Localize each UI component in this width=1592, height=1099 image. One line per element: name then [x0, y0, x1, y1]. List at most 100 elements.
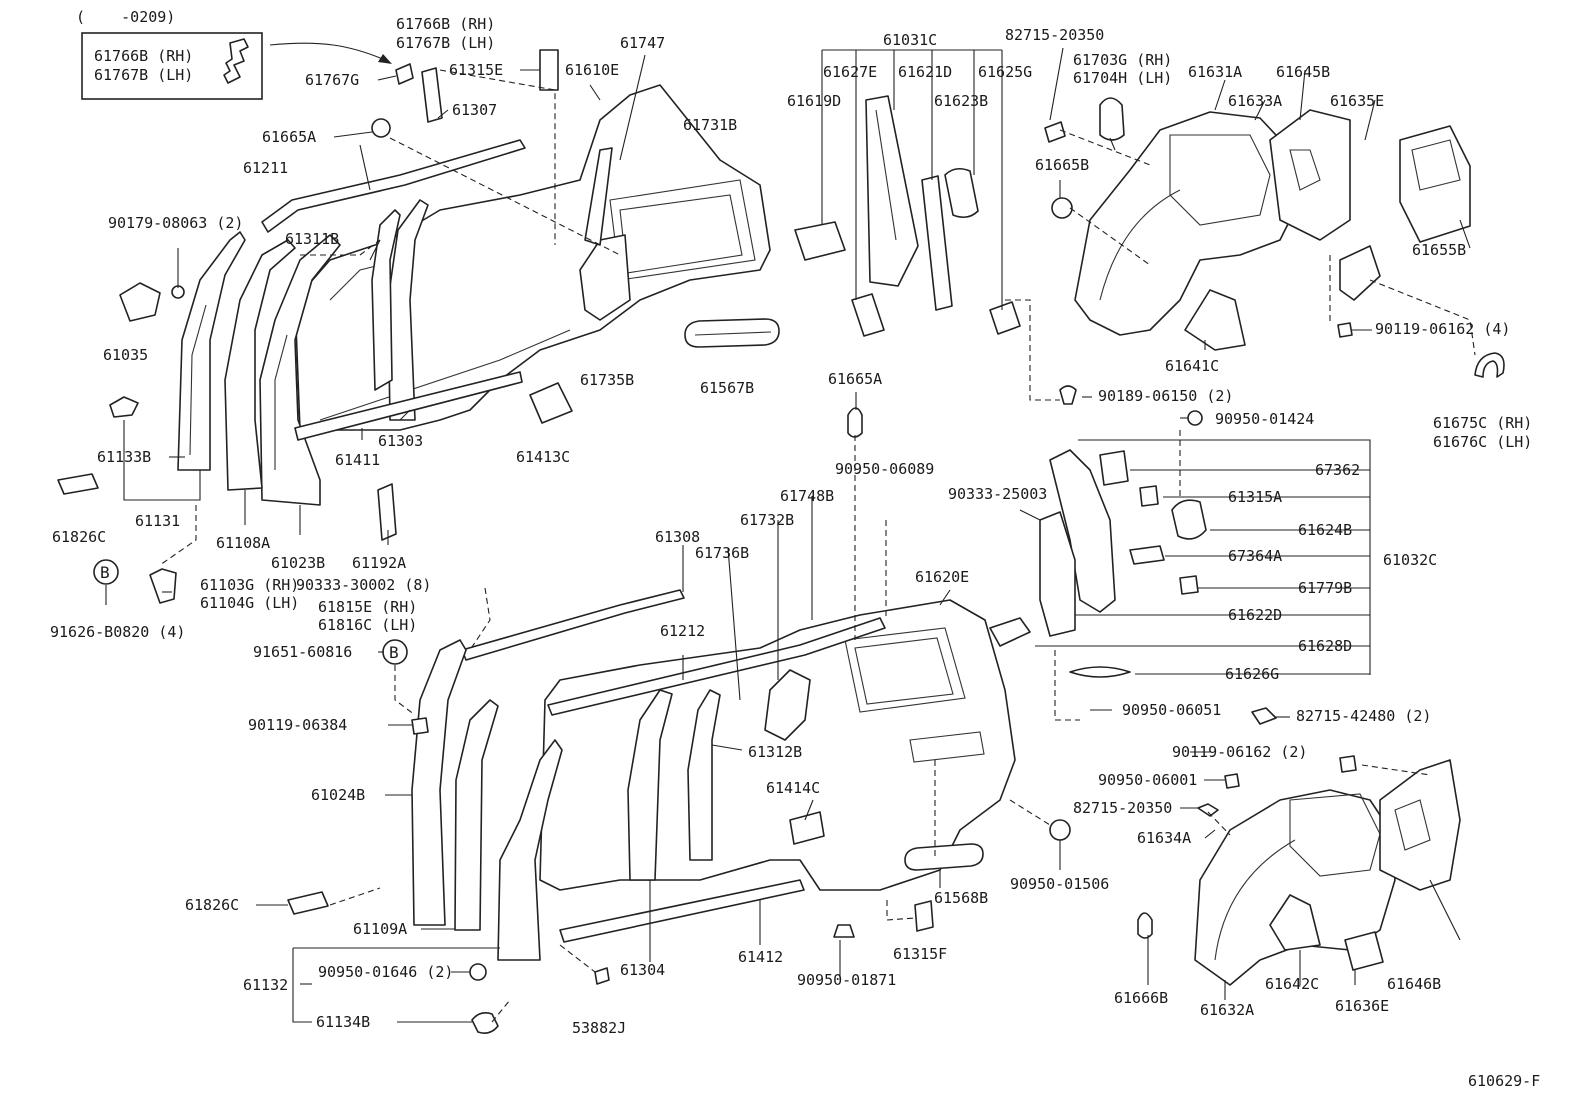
label-61826C-bottom: 61826C [185, 896, 239, 914]
part-90119-06162-4 [1337, 322, 1353, 338]
label-90119-06162-2: 90119-06162 (2) [1172, 743, 1307, 761]
part-61413C [529, 382, 573, 424]
ref-marker-b-mid: B [389, 643, 399, 662]
label-61676C: 61676C (LH) [1433, 433, 1532, 451]
part-61626G [1069, 666, 1131, 678]
label-61568B: 61568B [934, 889, 988, 907]
label-61675C: 61675C (RH) [1433, 414, 1532, 432]
part-61645B [1269, 109, 1351, 241]
part-61134B [471, 1012, 499, 1034]
label-61103G: 61103G (RH) [200, 576, 299, 594]
part-91626-marker-b [93, 559, 119, 585]
part-82715-top [1044, 121, 1066, 143]
label-61304: 61304 [620, 961, 665, 979]
part-90950-01424 [1187, 410, 1203, 426]
label-61635E: 61635E [1330, 92, 1384, 110]
label-53882J: 53882J [572, 1019, 626, 1037]
leader-lines [105, 47, 1476, 1023]
inset-header: ( -0209) [76, 8, 175, 26]
part-90950-06001 [1224, 773, 1240, 789]
right-middle-assembly [989, 385, 1207, 678]
rocker-61412 [559, 879, 805, 943]
pillar-61109A [454, 699, 499, 931]
label-61655B: 61655B [1412, 241, 1466, 259]
label-61703G: 61703G (RH) [1073, 51, 1172, 69]
label-61104G: 61104G (LH) [200, 594, 299, 612]
part-67364A [1129, 545, 1165, 565]
part-61628D [989, 617, 1031, 647]
wheelhouse-61631A [1074, 111, 1301, 336]
label-61411: 61411 [335, 451, 380, 469]
part-61636E [1344, 931, 1384, 971]
pillar-61304 [627, 689, 673, 881]
part-61621D [921, 175, 953, 311]
label-61732B: 61732B [740, 511, 794, 529]
label-61627E: 61627E [823, 63, 877, 81]
rail-61308 [461, 589, 685, 661]
part-90950-01871 [833, 924, 855, 938]
part-61826C-bottom [287, 891, 329, 915]
inset-line-1: 61766B (RH) [94, 47, 193, 65]
roof-rail-61211 [261, 139, 526, 233]
pillar-61736B [764, 669, 811, 741]
inset-box: ( -0209) 61766B (RH) 61767B (LH) [76, 8, 392, 100]
label-61315A: 61315A [1228, 488, 1282, 506]
label-61704H: 61704H (LH) [1073, 69, 1172, 87]
label-61626G: 61626G [1225, 665, 1279, 683]
label-61665A-mid: 61665A [828, 370, 882, 388]
label-61665A-top: 61665A [262, 128, 316, 146]
label-82715-20350-bottom: 82715-20350 [1073, 799, 1172, 817]
part-90189 [1059, 385, 1077, 405]
label-90950-01871: 90950-01871 [797, 971, 896, 989]
right-top-assembly [794, 95, 1505, 378]
label-61625G: 61625G [978, 63, 1032, 81]
part-61747 [584, 147, 613, 246]
right-bottom-assembly [1137, 707, 1461, 986]
label-61212: 61212 [660, 622, 705, 640]
label-61633A: 61633A [1228, 92, 1282, 110]
part-61666B [1137, 912, 1153, 939]
rocker-61411 [294, 371, 523, 441]
label-61621D: 61621D [898, 63, 952, 81]
label-61412: 61412 [738, 948, 783, 966]
inset-arrow [269, 42, 386, 61]
label-91626-B0820: 91626-B0820 (4) [50, 623, 185, 641]
label-90119-06162-4: 90119-06162 (4) [1375, 320, 1510, 338]
label-61619D: 61619D [787, 92, 841, 110]
label-90119-06384: 90119-06384 [248, 716, 347, 734]
label-61815E: 61815E (RH) [318, 598, 417, 616]
label-61645B: 61645B [1276, 63, 1330, 81]
label-61620E: 61620E [915, 568, 969, 586]
pillar-61312B [687, 689, 721, 861]
upper-body-side-outer [294, 84, 771, 431]
part-61307-clip [421, 67, 443, 123]
part-labels: 61766B (RH) 61767B (LH) 61767G 61307 613… [50, 15, 1540, 1090]
part-90119-06384 [411, 717, 429, 735]
label-61665B: 61665B [1035, 156, 1089, 174]
footer-code: 610629-F [1468, 1072, 1540, 1090]
label-67364A: 67364A [1228, 547, 1282, 565]
part-61703G [1099, 97, 1125, 141]
part-61035 [119, 282, 161, 322]
part-61627E [865, 95, 919, 287]
part-61635E [1339, 245, 1381, 301]
label-61134B: 61134B [316, 1013, 370, 1031]
label-61623B: 61623B [934, 92, 988, 110]
label-61610E: 61610E [565, 61, 619, 79]
label-61192A: 61192A [352, 554, 406, 572]
label-61826C-top: 61826C [52, 528, 106, 546]
part-61665B [1051, 197, 1073, 219]
label-61636E: 61636E [1335, 997, 1389, 1015]
label-61109A: 61109A [353, 920, 407, 938]
lower-body-side-outer [539, 599, 1016, 891]
label-61641C: 61641C [1165, 357, 1219, 375]
label-82715-42480: 82715-42480 (2) [1296, 707, 1431, 725]
label-61132: 61132 [243, 976, 288, 994]
label-61413C: 61413C [516, 448, 570, 466]
inset-frame [81, 32, 263, 100]
pillar-61303 [387, 199, 429, 421]
part-61625G [989, 301, 1021, 335]
part-61414C [789, 811, 825, 845]
part-82715-42480 [1251, 707, 1277, 725]
roof-rail-61212 [547, 617, 886, 716]
